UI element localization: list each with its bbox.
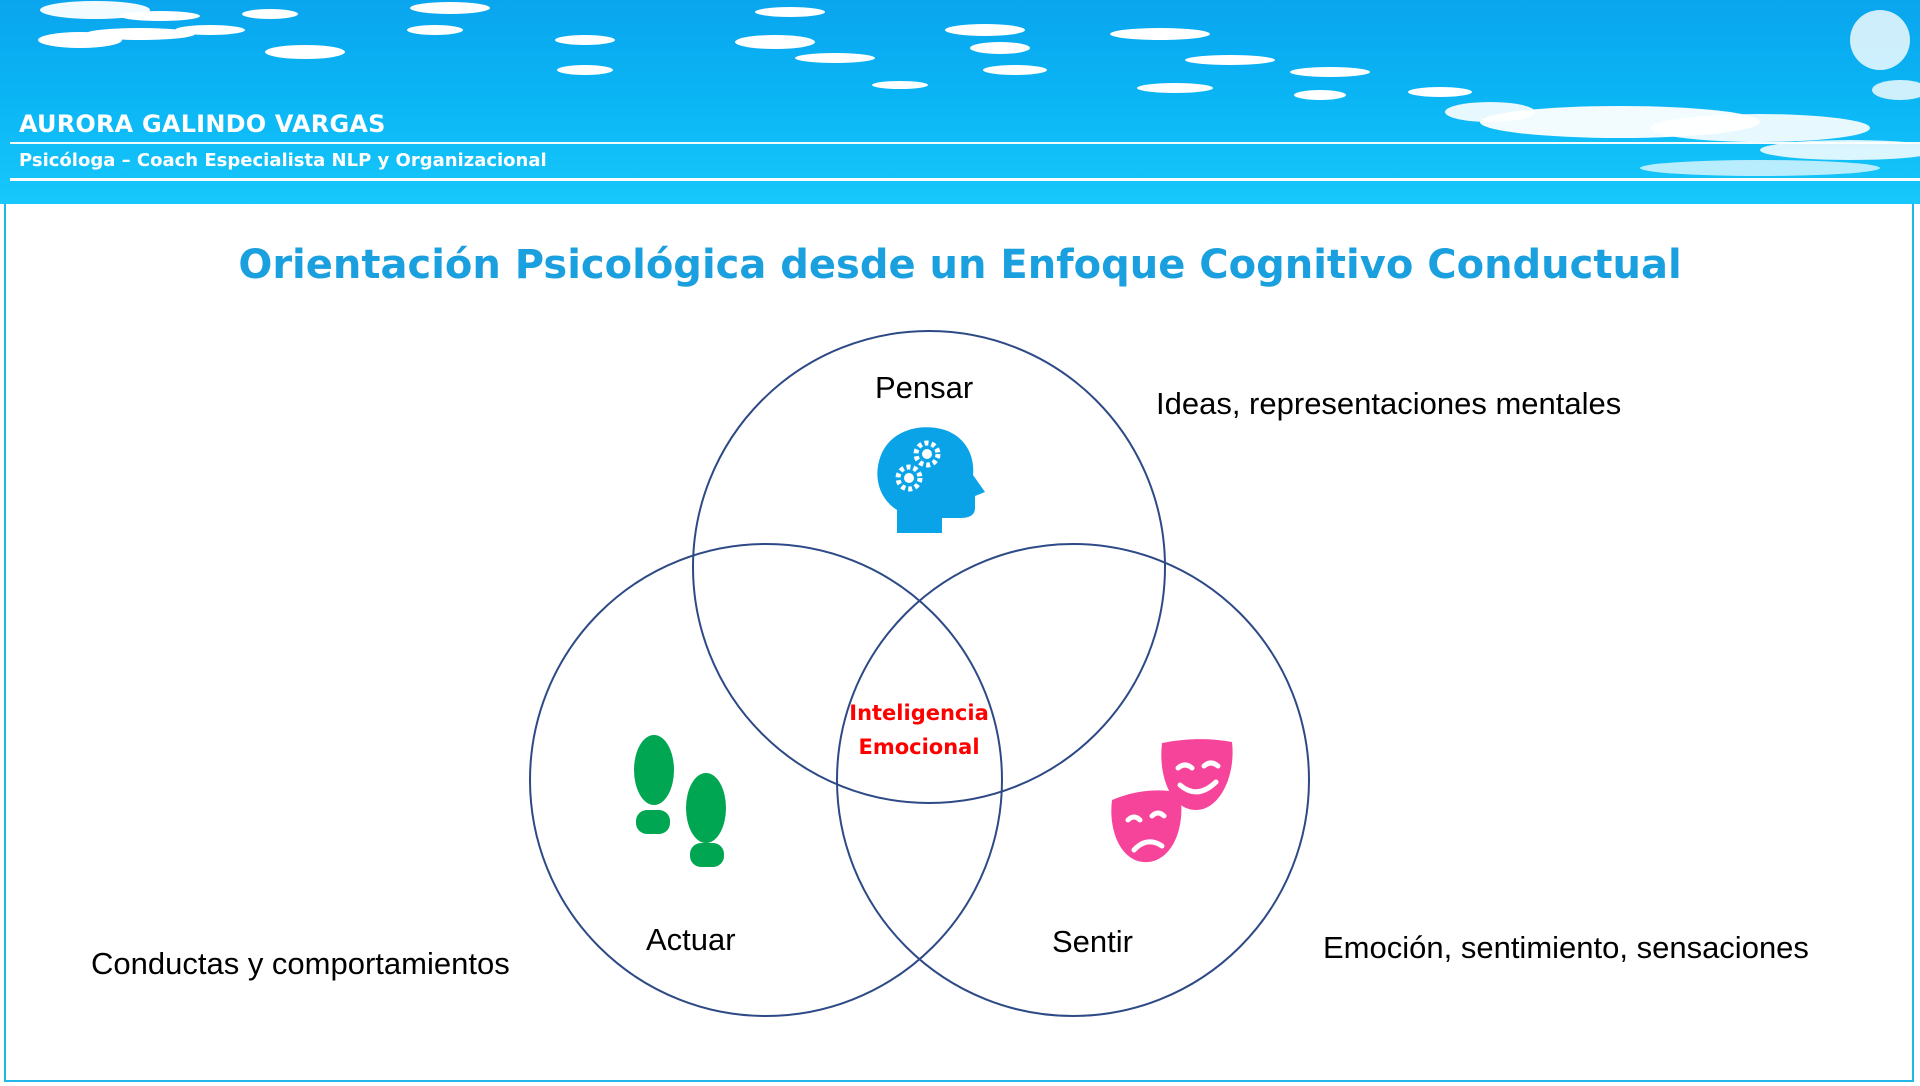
header-divider-bottom	[10, 178, 1920, 181]
circle-actuar	[529, 543, 1003, 1017]
center-label-line1: Inteligencia	[849, 701, 989, 725]
circle-label-actuar: Actuar	[646, 922, 736, 957]
cloud-decoration	[38, 1, 1920, 176]
circle-label-pensar: Pensar	[875, 370, 974, 405]
header-divider-top	[10, 142, 1920, 144]
circle-sentir	[836, 543, 1310, 1017]
center-label-line2: Emocional	[858, 735, 980, 759]
description-sentir: Emoción, sentimiento, sensaciones	[1323, 930, 1809, 965]
author-name: AURORA GALINDO VARGAS	[19, 110, 386, 138]
theater-masks-icon	[1111, 739, 1233, 863]
footprints-icon	[634, 735, 726, 867]
header-banner: AURORA GALINDO VARGAS Psicóloga – Coach …	[0, 0, 1920, 204]
description-pensar: Ideas, representaciones mentales	[1156, 386, 1622, 421]
author-role: Psicóloga – Coach Especialista NLP y Org…	[19, 150, 547, 171]
center-label: Inteligencia Emocional	[829, 696, 1009, 764]
description-actuar: Conductas y comportamientos	[91, 946, 510, 981]
circle-label-sentir: Sentir	[1052, 924, 1133, 959]
head-gears-icon	[877, 427, 985, 533]
slide-title: Orientación Psicológica desde un Enfoque…	[238, 242, 1682, 288]
circle-pensar	[692, 330, 1166, 804]
